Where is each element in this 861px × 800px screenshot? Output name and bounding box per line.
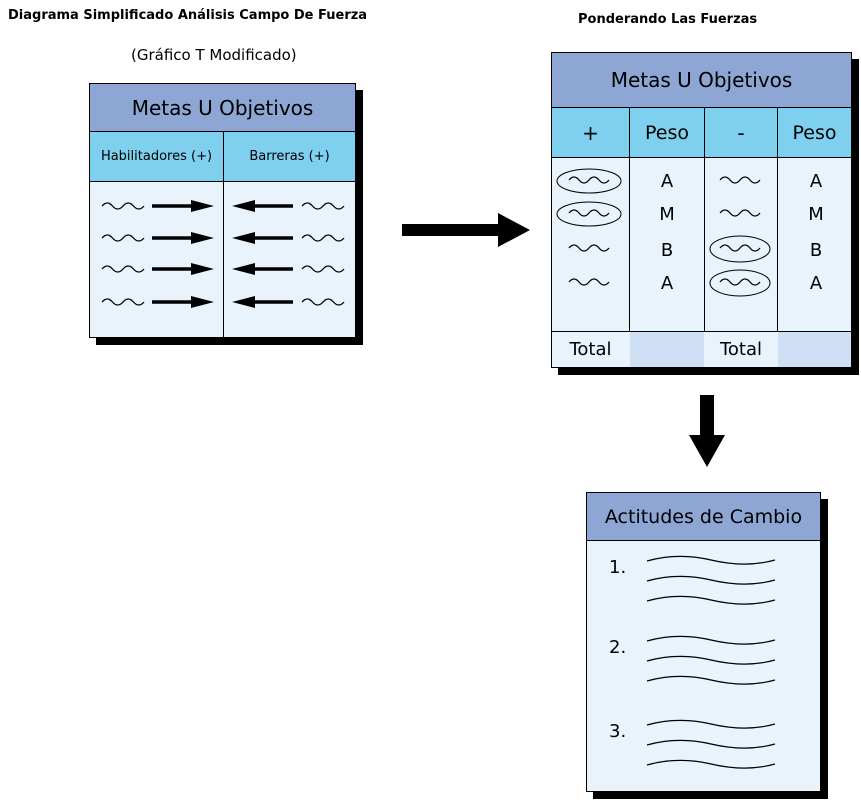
right-diagram-title: Ponderando Las Fuerzas — [578, 12, 758, 27]
weight-plus-4: A — [660, 273, 674, 294]
t-chart-divider — [223, 182, 224, 337]
enabler-squiggle-2 — [101, 234, 145, 242]
barriers-column-label: Barreras (+) — [249, 149, 330, 164]
enabler-arrow-icon-3 — [191, 263, 214, 275]
total-label-2: Total — [719, 339, 763, 360]
t-chart-subheader: Habilitadores (+) Barreras (+) — [90, 132, 355, 182]
attitude-line-1-1 — [646, 555, 776, 565]
total-row: Total Total — [552, 331, 851, 367]
negative-force-squiggle-1 — [719, 176, 761, 184]
attitude-line-1-2 — [646, 575, 776, 585]
weighting-table-subheader: + Peso - Peso — [552, 108, 851, 158]
attitude-line-3-3 — [646, 759, 776, 769]
weight-minus-3: B — [809, 240, 823, 261]
weighting-table-card: Metas U Objetivos + Peso - Peso A M B A … — [551, 52, 852, 368]
weight-plus-1: A — [660, 171, 674, 192]
minus-column-label: - — [737, 120, 745, 145]
barrier-squiggle-4 — [301, 298, 345, 306]
negative-force-squiggle-2 — [719, 209, 761, 217]
positive-force-squiggle-4 — [568, 278, 610, 286]
left-diagram-title: Diagrama Simplificado Análisis Campo De … — [8, 8, 368, 23]
positive-force-squiggle-2 — [568, 209, 610, 217]
enabler-squiggle-4 — [101, 298, 145, 306]
t-chart-header: Metas U Objetivos — [90, 84, 355, 132]
attitude-text-lines — [646, 555, 776, 769]
change-attitudes-card: Actitudes de Cambio 1. 2. 3. — [586, 492, 821, 792]
weight-column-label-2: Peso — [792, 121, 837, 144]
weighting-table-forces — [556, 168, 771, 297]
weight-column-label-1: Peso — [645, 121, 689, 144]
total-value-2 — [778, 332, 851, 367]
enabler-arrow-icon-1 — [191, 200, 214, 212]
weight-minus-4: A — [809, 273, 823, 294]
column-divider-1 — [629, 108, 630, 367]
weight-plus-3: B — [660, 240, 674, 261]
total-label-1: Total — [569, 339, 612, 360]
weight-minus-1: A — [809, 171, 823, 192]
enabler-arrow-icon-4 — [191, 296, 214, 308]
negative-force-highlight-2 — [709, 269, 771, 297]
plus-column-label: + — [582, 120, 599, 145]
enabler-squiggle-3 — [101, 265, 145, 273]
column-divider-3 — [777, 108, 778, 367]
attitude-line-3-1 — [646, 719, 776, 729]
barrier-arrow-icon-1 — [232, 200, 255, 212]
enabler-arrow-icon-2 — [191, 232, 214, 244]
positive-force-highlight-1 — [556, 168, 622, 194]
enabler-squiggle-1 — [101, 202, 145, 210]
attitude-line-3-2 — [646, 739, 776, 749]
negative-force-squiggle-4 — [719, 278, 761, 286]
attitude-item-number-1: 1. — [609, 557, 627, 578]
negative-force-squiggle-3 — [719, 244, 761, 252]
attitude-line-2-3 — [646, 675, 776, 685]
t-chart-forces — [101, 200, 345, 308]
positive-force-squiggle-1 — [568, 176, 610, 184]
barrier-arrow-icon-4 — [232, 296, 255, 308]
column-divider-2 — [704, 108, 705, 367]
weighting-table-header: Metas U Objetivos — [552, 53, 851, 108]
positive-force-squiggle-3 — [568, 244, 610, 252]
right-arrow-icon — [402, 213, 530, 247]
enablers-column-label: Habilitadores (+) — [100, 149, 213, 164]
weight-minus-2: M — [808, 204, 824, 225]
negative-force-highlight-1 — [709, 235, 771, 263]
attitude-item-number-2: 2. — [609, 637, 627, 658]
barrier-squiggle-3 — [301, 265, 345, 273]
change-attitudes-header: Actitudes de Cambio — [587, 493, 820, 541]
t-chart-subheader-divider — [223, 132, 224, 181]
total-value-1 — [630, 332, 704, 367]
down-arrow-icon — [689, 395, 725, 467]
barrier-squiggle-2 — [301, 234, 345, 242]
weight-plus-2: M — [659, 204, 675, 225]
attitude-line-2-2 — [646, 655, 776, 665]
attitude-line-1-3 — [646, 595, 776, 605]
attitude-item-number-3: 3. — [609, 721, 627, 742]
t-chart-card: Metas U Objetivos Habilitadores (+) Barr… — [89, 83, 356, 338]
barrier-arrow-icon-2 — [232, 232, 255, 244]
barrier-arrow-icon-3 — [232, 263, 255, 275]
positive-force-highlight-2 — [556, 201, 622, 227]
barrier-squiggle-1 — [301, 202, 345, 210]
left-diagram-subtitle: (Gráfico T Modificado) — [131, 46, 297, 64]
attitude-line-2-1 — [646, 635, 776, 645]
